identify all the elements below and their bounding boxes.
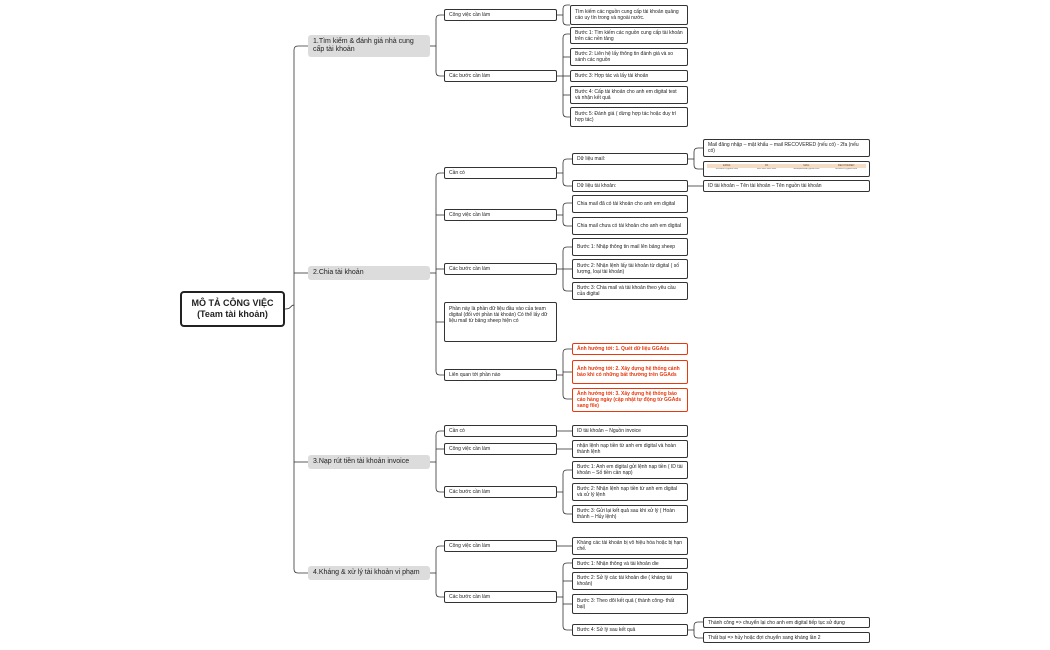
b4-step-1[interactable]: Bước 1: Nhận thông và tài khoản die — [572, 558, 688, 569]
b4-steps[interactable]: Các bước cần làm — [444, 591, 557, 603]
mail-table-cell: recover01@gmail.com — [826, 168, 866, 171]
branch-4-appeal-violations[interactable]: 4.Kháng & xử lý tài khoản vi phạm — [308, 566, 430, 580]
b1-step-1[interactable]: Bước 1: Tìm kiếm các nguồn cung cấp tài … — [570, 27, 688, 44]
b4-step-2[interactable]: Bước 2: Sử lý các tài khoản die ( kháng … — [572, 572, 688, 590]
b2-steps[interactable]: Các bước cần làm — [444, 263, 557, 275]
b4-step-4-failure[interactable]: Thất bại => hủy hoặc đợi chuyển sang khá… — [703, 632, 870, 643]
b2-mail-data[interactable]: Dữ liệu mail: — [572, 153, 688, 165]
root-topic[interactable]: MÔ TẢ CÔNG VIỆC (Team tài khoản) — [180, 291, 285, 327]
mail-table-cell: account01@gmail.com — [707, 168, 747, 171]
b1-step-3[interactable]: Bước 3: Hợp tác và lấy tài khoản — [570, 70, 688, 82]
b4-tasks[interactable]: Công việc cần làm — [444, 540, 557, 552]
b2-task-2[interactable]: Chia mail chưa có tài khoản cho anh em d… — [572, 217, 688, 235]
b3-tasks[interactable]: Công việc cần làm — [444, 443, 557, 455]
b2-related[interactable]: Liên quan tới phần nào — [444, 369, 557, 381]
b3-step-1[interactable]: Bước 1: Anh em digital gửi lệnh nạp tiền… — [572, 461, 688, 479]
b2-note[interactable]: Phần này là phần dữ liệu đầu vào của tea… — [444, 302, 557, 342]
b2-related-1[interactable]: Ảnh hưởng tới: 1. Quét dữ liệu GGAds — [572, 343, 688, 355]
b2-mail-data-fields[interactable]: Mail đăng nhập – mật khẩu – mail RECOVER… — [703, 139, 870, 157]
b2-related-2[interactable]: Ảnh hưởng tới: 2. Xây dựng hệ thống cảnh… — [572, 360, 688, 384]
b4-step-3[interactable]: Bước 3: Theo dõi kết quả ( thành công- t… — [572, 594, 688, 614]
b2-step-3[interactable]: Bước 3: Chia mail và tài khoản theo yêu … — [572, 282, 688, 300]
b1-tasks[interactable]: Công việc cần làm — [444, 9, 557, 21]
b1-task-find-sources[interactable]: Tìm kiếm các nguồn cung cấp tài khoản qu… — [570, 5, 688, 25]
b2-tasks[interactable]: Công việc cần làm — [444, 209, 557, 221]
b3-task-1[interactable]: nhận lệnh nạp tiền từ anh em digital và … — [572, 440, 688, 458]
branch-1-supplier-evaluation[interactable]: 1.Tìm kiếm & đánh giá nhà cung cấp tài k… — [308, 35, 430, 57]
b3-steps[interactable]: Các bước cần làm — [444, 486, 557, 498]
b3-requirement-1[interactable]: ID tài khoản – Nguồn invoice — [572, 425, 688, 437]
b2-mail-data-table: EMAIL PA MAIL RECOVERED account01@gmail.… — [703, 161, 870, 177]
b2-requirements[interactable]: Cần có — [444, 167, 557, 179]
b1-step-2[interactable]: Bước 2: Liên hệ lấy thông tin đánh giá v… — [570, 48, 688, 66]
b2-related-3[interactable]: Ảnh hưởng tới: 3. Xây dựng hệ thống báo … — [572, 388, 688, 412]
mail-table-cell: xxxx xxxx xxxx xxxx — [747, 168, 787, 171]
mail-table-row: account01@gmail.com xxxx xxxx xxxx xxxx … — [707, 168, 866, 171]
mail-table-cell: alitdopebshdb@gmail.com — [787, 168, 827, 171]
b3-step-2[interactable]: Bước 2: Nhận lệnh nạp tiền từ anh em dig… — [572, 483, 688, 501]
b1-steps[interactable]: Các bước cần làm — [444, 70, 557, 82]
b4-step-4[interactable]: Bước 4: Sử lý sau kết quả — [572, 624, 688, 636]
b1-step-4[interactable]: Bước 4: Cấp tài khoản cho anh em digital… — [570, 86, 688, 104]
b4-task-1[interactable]: Kháng các tài khoản bị vô hiệu hóa hoặc … — [572, 537, 688, 555]
b2-account-data[interactable]: Dữ liệu tài khoản: — [572, 180, 688, 192]
b2-task-1[interactable]: Chia mail đã có tài khoản cho anh em dig… — [572, 195, 688, 213]
b3-requirements[interactable]: Cần có — [444, 425, 557, 437]
b2-account-data-fields[interactable]: ID tài khoản – Tên tài khoản – Tên nguồn… — [703, 180, 870, 192]
b2-step-2[interactable]: Bước 2: Nhận lệnh lấy tài khoản từ digit… — [572, 259, 688, 279]
b3-step-3[interactable]: Bước 3: Gửi lại kết quả sau khi xử lý ( … — [572, 505, 688, 523]
b4-step-4-success[interactable]: Thành công => chuyển lại cho anh em digi… — [703, 617, 870, 628]
branch-2-account-allocation[interactable]: 2.Chia tài khoản — [308, 266, 430, 280]
branch-3-invoice-topup[interactable]: 3.Nạp rút tiền tài khoản invoice — [308, 455, 430, 469]
b2-step-1[interactable]: Bước 1: Nhập thông tin mail lên bảng she… — [572, 238, 688, 256]
b1-step-5[interactable]: Bước 5: Đánh giá ( dừng hợp tác hoặc duy… — [570, 107, 688, 127]
